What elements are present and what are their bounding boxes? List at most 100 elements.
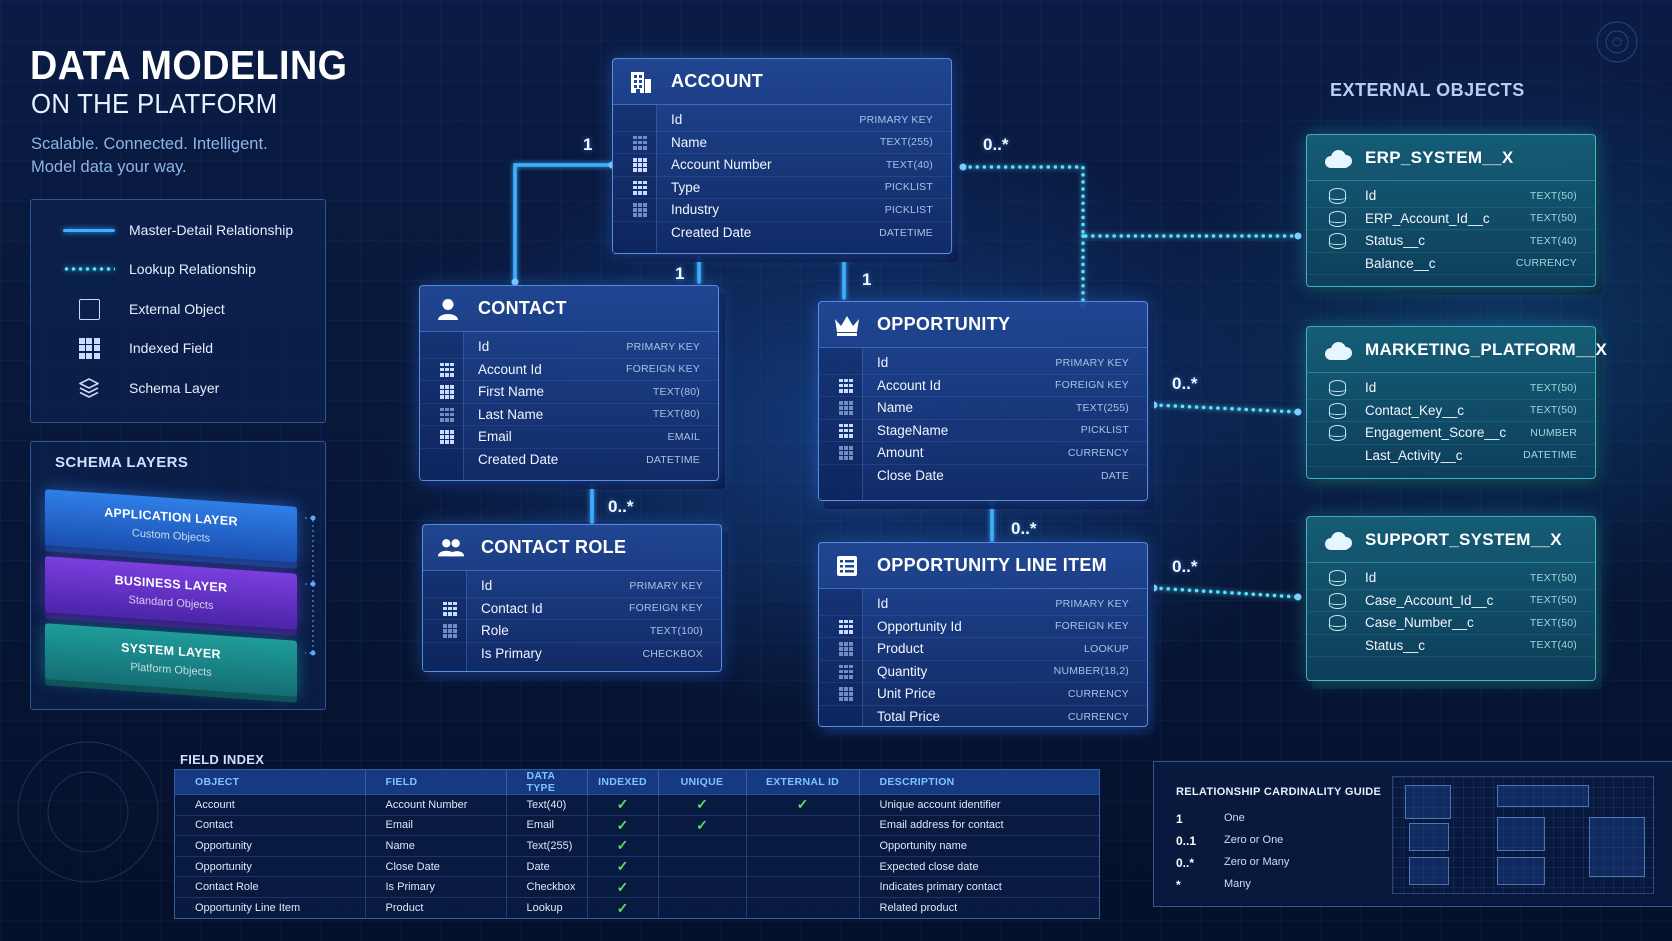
field-name: Engagement_Score__c — [1365, 425, 1507, 441]
check-cell: ✓ — [587, 896, 659, 919]
check-icon: ✓ — [696, 796, 708, 813]
indexed-field-icon — [440, 385, 454, 399]
field-name: Account Id — [877, 377, 941, 393]
field-type: FOREIGN KEY — [1055, 620, 1129, 633]
schema-layers-title: SCHEMA LAYERS — [55, 454, 189, 471]
column-header: OBJECT — [175, 770, 366, 795]
field-type: PICKLIST — [884, 181, 933, 194]
field-name: Id — [1365, 380, 1377, 396]
field-name: Type — [671, 179, 701, 195]
field-name: Last_Activity__c — [1365, 447, 1463, 463]
schema-layers-panel: SCHEMA LAYERS APPLICATION LAYER Custom O… — [30, 441, 326, 710]
check-icon: ✓ — [616, 837, 629, 854]
person-icon — [434, 295, 462, 323]
legend-item-indexed-field: Indexed Field — [59, 336, 213, 360]
building-icon — [627, 68, 655, 96]
field-name: Amount — [877, 445, 924, 461]
entity-title: OPPORTUNITY — [877, 314, 1011, 334]
solid-line-icon — [63, 228, 115, 232]
field-name: StageName — [877, 422, 949, 438]
field-type: PRIMARY KEY — [859, 113, 933, 126]
field-type: FOREIGN KEY — [629, 602, 703, 615]
column-header: DATA TYPE — [506, 770, 588, 795]
check-cell — [746, 855, 860, 877]
indexed-field-icon — [440, 407, 454, 422]
check-cell: ✓ — [587, 835, 659, 857]
entity-title: OPPORTUNITY LINE ITEM — [877, 555, 1107, 575]
field-type: PRIMARY KEY — [1055, 597, 1129, 610]
field-type: TEXT(40) — [1529, 234, 1577, 247]
cardinality-line-support: 0..* — [1172, 557, 1198, 576]
field-type: TEXT(50) — [1529, 616, 1577, 629]
guide-symbol: * — [1176, 878, 1181, 892]
indexed-field-icon — [839, 619, 853, 634]
field-name: Quantity — [877, 663, 928, 679]
table-cell: Name — [365, 835, 507, 857]
layer-name: BUSINESS LAYER — [114, 573, 228, 595]
field-name: Contact Id — [481, 600, 543, 616]
field-type: CURRENCY — [1067, 710, 1129, 723]
field-name: Product — [877, 641, 924, 657]
table-cell: Opportunity Line Item — [175, 896, 366, 919]
field-name: Unit Price — [877, 686, 936, 702]
legend-label: Master-Detail Relationship — [129, 222, 294, 238]
square-outline-icon — [78, 298, 100, 320]
field-row[interactable]: Type PICKLIST — [613, 177, 951, 199]
field-row[interactable]: Contact Id FOREIGN KEY — [423, 598, 721, 620]
